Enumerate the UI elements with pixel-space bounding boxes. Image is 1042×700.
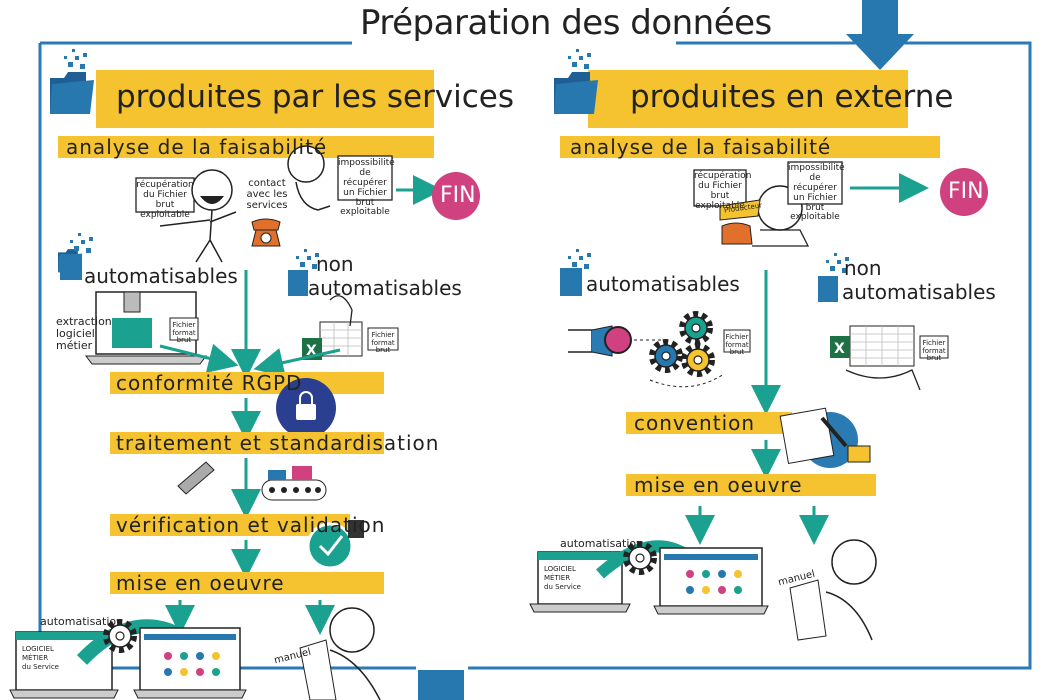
svg-text:X: X [306,343,317,359]
left-banner-title: produites par les services [116,79,515,115]
folder-icon [50,72,94,114]
thinking-person-icon [287,145,325,183]
step-traitement: traitement et standardisation [116,431,440,455]
button-icon [604,326,632,354]
step-bar [626,412,792,434]
note-card [787,161,843,205]
left-analysis-label: analyse de la faisabilité [66,135,328,159]
step-mise-en-oeuvre: mise en oeuvre [634,473,803,497]
fin-label: FIN [440,183,476,208]
hand-icon [568,329,593,353]
svg-text:X: X [834,341,845,357]
fichier-format-brut-label: Fichier format brut [172,321,196,345]
fin-badge [432,172,480,220]
frame-right [468,41,1032,670]
note-contact: contact avec les services [246,178,288,211]
note-recuperation: récupération du Fichier brut exploitable [694,171,752,211]
note-impossibilite: impossibilité de récupérer un Fichier br… [338,158,395,218]
note-card [135,177,195,213]
excel-icon [830,336,850,358]
folder-icon [818,276,838,302]
step-bar [110,432,384,454]
metier-label: MÉTIER [544,574,571,582]
fichier-format-brut-label: Fichier format brut [922,339,946,363]
pixels-icon [64,49,87,69]
right-automatisables: automatisables [586,272,740,296]
step-conformite: conformité RGPD [116,371,303,395]
extraction-label: logiciel [56,327,95,340]
right-banner-bg [588,70,908,128]
arrow-down-big-icon [846,0,914,70]
fin-label: FIN [948,179,984,204]
hand-icon [845,369,921,391]
tablet-icon [789,579,827,641]
left-analysis-bar [58,136,434,158]
left-non-automatisables: automatisables [308,276,462,300]
note-card [337,155,393,201]
extraction-label: extraction [56,315,112,328]
check-icon [306,522,354,570]
service-label: du Service [544,583,581,591]
producteur-sign [719,199,761,221]
right-analysis-bar [560,136,940,158]
step-verification: vérification et validation [116,513,386,537]
right-non-automatisables: automatisables [842,280,996,304]
note-impossibilite: impossibilité de récupérer un Fichier br… [788,163,845,223]
folder-icon [288,270,308,296]
right-non-label: non [844,256,882,280]
pixels-icon [568,49,591,69]
note-card [693,169,747,207]
fichier-format-brut-label: Fichier format brut [371,331,395,355]
logiciel-label: LOGICIEL [544,565,576,573]
left-banner-bg [96,70,434,128]
person-icon [831,539,877,585]
folder-icon [560,268,582,296]
step-mise-en-oeuvre: mise en oeuvre [116,571,285,595]
tablet-icon [299,639,337,700]
step-bar [626,474,876,496]
step-convention: convention [634,411,756,435]
metier-label: MÉTIER [22,654,49,662]
right-banner-title: produites en externe [630,79,954,115]
gear-icon [652,342,680,370]
phone-icon [721,222,753,245]
page-title: Préparation des données [360,3,772,43]
note-recuperation: récupération du Fichier brut exploitable [136,180,194,220]
left-automatisables: automatisables [84,264,238,288]
logiciel-label: LOGICIEL [22,645,54,653]
folder-icon [60,254,82,280]
extraction-label: métier [56,339,93,352]
stamp-icon [348,520,364,538]
left-non-label: non [316,252,354,276]
fin-badge [940,168,988,216]
fichier-format-brut-label: Fichier format brut [725,333,749,357]
step-bar [110,572,384,594]
person-icon [329,607,375,653]
step-bar [110,514,350,536]
caliper-icon [177,461,215,495]
bottom-block [418,670,464,700]
automatisation-label: automatisation [560,537,644,550]
automatisation-label: automatisation [40,615,124,628]
right-analysis-label: analyse de la faisabilité [570,135,832,159]
service-label: du Service [22,663,59,671]
